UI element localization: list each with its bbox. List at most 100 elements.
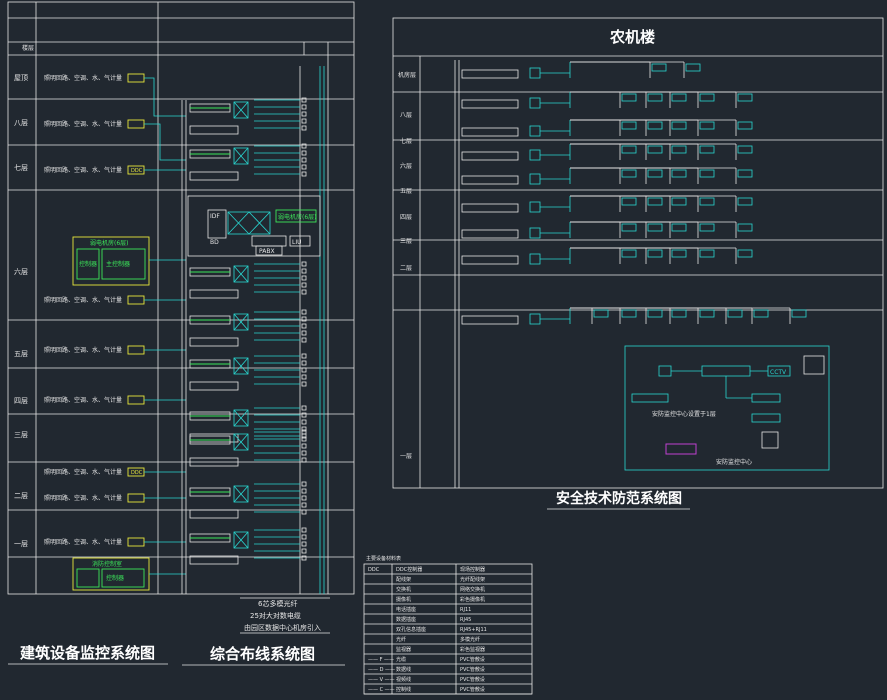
svg-text:监视器: 监视器: [396, 646, 411, 653]
security-title: 安全技术防范系统图: [556, 490, 682, 507]
svg-text:六层: 六层: [400, 162, 412, 170]
legend-row: 数据插座 RJ45: [364, 616, 532, 625]
legend-row: DDC DDC控制器 现场控制器: [364, 566, 532, 575]
svg-text:现场控制器: 现场控制器: [460, 566, 485, 573]
svg-text:摄像机: 摄像机: [396, 596, 411, 603]
svg-text:光纤配线架: 光纤配线架: [460, 576, 485, 583]
svg-text:安防监控中心: 安防监控中心: [716, 458, 752, 466]
svg-text:机房层: 机房层: [398, 71, 416, 79]
bas-title: 建筑设备监控系统图: [20, 644, 155, 662]
svg-text:三层: 三层: [400, 238, 412, 245]
floor-labels-right: 机房层 八层 七层 六层 五层 四层 三层 二层 一层: [398, 71, 416, 460]
floor-label-8: 八层: [14, 119, 28, 127]
svg-text:控制器: 控制器: [79, 260, 97, 268]
svg-text:PVC管敷设: PVC管敷设: [460, 656, 485, 663]
svg-text:PVC管敷设: PVC管敷设: [460, 666, 485, 673]
svg-text:数据线: 数据线: [396, 666, 411, 673]
security-row: [461, 61, 701, 79]
svg-text:光纤: 光纤: [396, 636, 406, 643]
svg-text:6芯多模光纤: 6芯多模光纤: [258, 599, 297, 608]
legend-row: 配线架光纤配线架: [364, 576, 532, 585]
svg-text:弱电机房(6层): 弱电机房(6层): [90, 239, 129, 247]
security-row: [461, 143, 753, 161]
svg-text:消防控制室: 消防控制室: [92, 560, 122, 568]
svg-text:LIU: LIU: [292, 239, 302, 246]
legend-row: —— F ——光缆 PVC管敷设: [364, 656, 532, 665]
svg-text:照明回路、空调、水、气计量: 照明回路、空调、水、气计量: [44, 296, 122, 304]
floor-distributor: [189, 405, 307, 443]
floor-distributor-groups: [189, 97, 307, 565]
svg-text:DDC控制器: DDC控制器: [396, 566, 422, 573]
svg-text:PVC管敷设: PVC管敷设: [460, 676, 485, 683]
svg-text:控制线: 控制线: [396, 686, 411, 693]
svg-text:IDF: IDF: [210, 213, 220, 220]
security-row: [461, 221, 753, 239]
svg-text:彩色监视器: 彩色监视器: [460, 646, 485, 653]
floor-label-5: 五层: [14, 350, 28, 358]
entry-labels: 6芯多模光纤 25对大对数电缆 由园区数据中心机房引入: [240, 597, 330, 634]
svg-text:照明回路、空调、水、气计量: 照明回路、空调、水、气计量: [44, 120, 122, 128]
security-row: [461, 307, 807, 325]
security-building-title: 农机楼: [609, 28, 655, 46]
svg-text:DDC: DDC: [368, 567, 380, 573]
svg-text:四层: 四层: [400, 214, 412, 221]
security-row: [461, 247, 753, 265]
svg-text:安防监控中心设置于1层: 安防监控中心设置于1层: [652, 410, 716, 418]
svg-text:交换机: 交换机: [396, 586, 411, 593]
legend-row: 摄像机 彩色摄像机: [364, 596, 532, 605]
bas-bus-lines: [144, 77, 186, 575]
svg-text:视频线: 视频线: [396, 676, 411, 683]
svg-text:RJ45: RJ45: [460, 617, 471, 623]
legend-row: —— C ——控制线 PVC管敷设: [364, 686, 532, 695]
security-row: [461, 195, 753, 213]
svg-text:二层: 二层: [400, 265, 412, 272]
svg-text:照明回路、空调、水、气计量: 照明回路、空调、水、气计量: [44, 346, 122, 354]
security-frame: [392, 17, 884, 489]
svg-text:网络交换机: 网络交换机: [460, 586, 485, 593]
fire-control-box: 消防控制室 控制器: [72, 557, 150, 591]
floor-label-roof: 屋顶: [14, 74, 28, 82]
svg-text:光缆: 光缆: [396, 656, 406, 663]
svg-text:主控制器: 主控制器: [106, 260, 130, 268]
floor-label-4: 四层: [14, 397, 28, 405]
svg-text:彩色摄像机: 彩色摄像机: [460, 596, 485, 603]
svg-text:由园区数据中心机房引入: 由园区数据中心机房引入: [244, 623, 321, 632]
svg-text:电话插座: 电话插座: [396, 606, 416, 613]
legend-row: —— D ——数据线 PVC管敷设: [364, 666, 532, 675]
svg-text:双孔信息插座: 双孔信息插座: [396, 626, 426, 633]
security-row: [461, 91, 753, 109]
svg-text:BD: BD: [210, 239, 219, 246]
floor-column-header: 楼层: [22, 44, 34, 52]
floor-label-3: 三层: [14, 431, 28, 439]
svg-text:—— D ——: —— D ——: [368, 667, 395, 673]
svg-text:PVC管敷设: PVC管敷设: [460, 686, 485, 693]
svg-text:数据插座: 数据插座: [396, 616, 416, 623]
floor-distributor: [189, 353, 307, 391]
legend-row: 监视器 彩色监视器: [364, 646, 532, 655]
floor-label-7: 七层: [14, 163, 28, 172]
floor-label-6: 六层: [14, 267, 28, 276]
svg-text:CCTV: CCTV: [770, 369, 787, 376]
legend-table: 主要设备材料表: [363, 555, 533, 695]
svg-text:DDC: DDC: [131, 168, 143, 174]
svg-text:弱电机房(6层): 弱电机房(6层): [278, 213, 317, 221]
svg-text:DDC: DDC: [131, 470, 143, 476]
left-table-frame: [7, 1, 355, 595]
floor-distributor: [189, 527, 307, 565]
svg-text:控制器: 控制器: [106, 574, 124, 582]
svg-text:—— C ——: —— C ——: [368, 687, 395, 693]
floor-distributor: [189, 481, 307, 519]
svg-text:—— F ——: —— F ——: [368, 657, 394, 663]
svg-text:照明回路、空调、水、气计量: 照明回路、空调、水、气计量: [44, 468, 122, 476]
svg-text:一层: 一层: [400, 453, 412, 460]
cabling-risers: [181, 66, 325, 594]
legend-row: 光纤多模光纤: [364, 636, 532, 645]
svg-text:PABX: PABX: [259, 248, 275, 255]
cabling-title: 综合布线系统图: [210, 645, 315, 663]
svg-text:25对大对数电缆: 25对大对数电缆: [250, 611, 301, 620]
floor-distributor: [189, 97, 307, 135]
